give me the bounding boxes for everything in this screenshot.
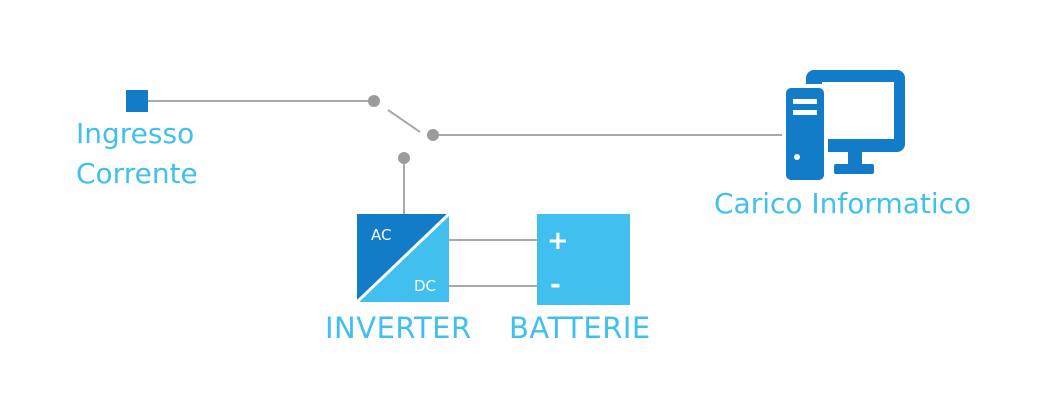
input-power-node bbox=[126, 90, 148, 112]
tower-slot-2 bbox=[793, 110, 817, 115]
inverter-divider bbox=[355, 212, 451, 304]
inverter-label: INVERTER bbox=[325, 311, 472, 345]
battery-plus-label: + bbox=[547, 226, 569, 256]
battery-block: + - bbox=[537, 214, 630, 305]
load-label: Carico Informatico bbox=[714, 187, 971, 220]
batteries-label: BATTERIE bbox=[509, 311, 651, 345]
monitor-screen bbox=[822, 82, 894, 139]
monitor-neck bbox=[848, 152, 862, 164]
input-label-line1: Ingresso bbox=[76, 117, 194, 150]
tower-slot-1 bbox=[793, 99, 817, 104]
input-label-line2: Corrente bbox=[76, 157, 198, 190]
battery-body bbox=[537, 214, 630, 305]
switch-pivot bbox=[427, 129, 439, 141]
inverter-dc-label: DC bbox=[414, 277, 436, 295]
monitor-base bbox=[834, 164, 874, 174]
battery-minus-label: - bbox=[550, 270, 561, 300]
desktop-computer-icon bbox=[782, 70, 905, 184]
tower-power-button bbox=[794, 154, 800, 160]
switch-blade bbox=[387, 109, 421, 133]
switch-contact-inverter bbox=[398, 152, 410, 164]
inverter-ac-label: AC bbox=[371, 226, 391, 244]
switch-contact-input bbox=[368, 95, 380, 107]
inverter-block: AC DC bbox=[355, 212, 451, 304]
